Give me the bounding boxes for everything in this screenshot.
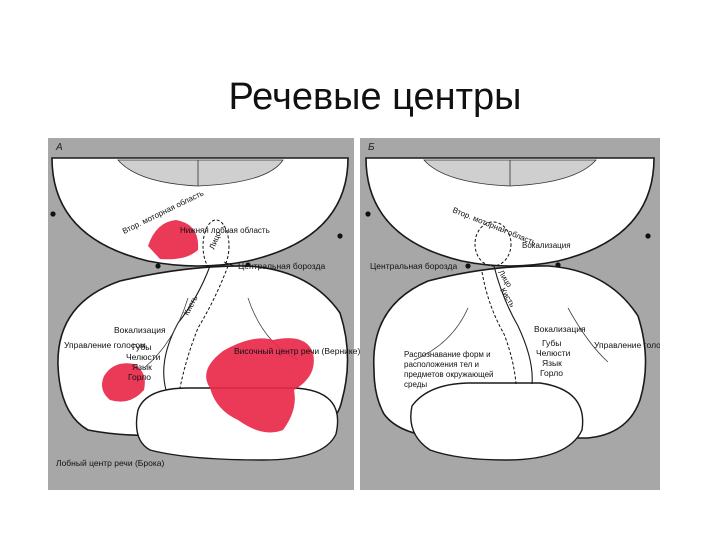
panel-b-voice-control-label: Управление голосом [594, 340, 660, 350]
panel-b-top-view [365, 157, 655, 267]
panel-b-letter: Б [368, 142, 375, 153]
panel-a-wernicke-label: Височный центр речи (Вернике) [234, 346, 360, 356]
panel-b-recognition-label-box: Распознавание форм и расположения тел и … [404, 350, 494, 389]
panel-a-voice-control-label: Управление голосом [64, 340, 146, 350]
panel-b-vocalization-label: Вокализация [534, 324, 586, 334]
panel-b-top-dashed-region [474, 221, 512, 267]
panel-b-jaws-label: Челюсти [536, 348, 571, 358]
panel-b: Б Втор. моторная область Вокализация Цен… [360, 138, 660, 490]
panel-b-central-sulcus [493, 265, 533, 385]
panel-a: А Втор. моторная область Нижняя лобная о… [48, 138, 360, 490]
panel-b-lips-label: Губы [542, 338, 561, 348]
panel-a-tongue-label: Язык [132, 362, 152, 372]
panel-a-central-sulcus-label: Центральная борозда [238, 261, 325, 271]
panel-b-recognition-label: Распознавание форм и расположения тел и … [404, 350, 494, 389]
panel-a-throat-label: Горло [128, 372, 151, 382]
brain-diagram: А Втор. моторная область Нижняя лобная о… [48, 138, 660, 490]
panel-b-temporal-lobe [410, 382, 584, 461]
panel-b-vocalization-top-label: Вокализация [522, 241, 571, 250]
panel-a-jaws-label: Челюсти [126, 352, 161, 362]
panel-b-central-sulcus-label: Центральная борозда [370, 261, 457, 271]
panel-b-tongue-label: Язык [542, 358, 562, 368]
panel-a-top-speech-area [148, 220, 199, 260]
speech-centers-figure: А Втор. моторная область Нижняя лобная о… [48, 138, 660, 490]
panel-a-letter: А [55, 142, 63, 153]
panel-a-lips-label: Губы [132, 342, 151, 352]
slide-title: Речевые центры [228, 76, 522, 118]
panel-a-vocalization-label: Вокализация [114, 325, 166, 335]
panel-a-wernicke-area [206, 338, 314, 433]
panel-b-throat-label: Горло [540, 368, 563, 378]
panel-a-broca-area [102, 363, 145, 402]
panel-a-broca-label: Лобный центр речи (Брока) [56, 458, 164, 468]
panel-a-lower-frontal-label: Нижняя лобная область [180, 226, 270, 235]
